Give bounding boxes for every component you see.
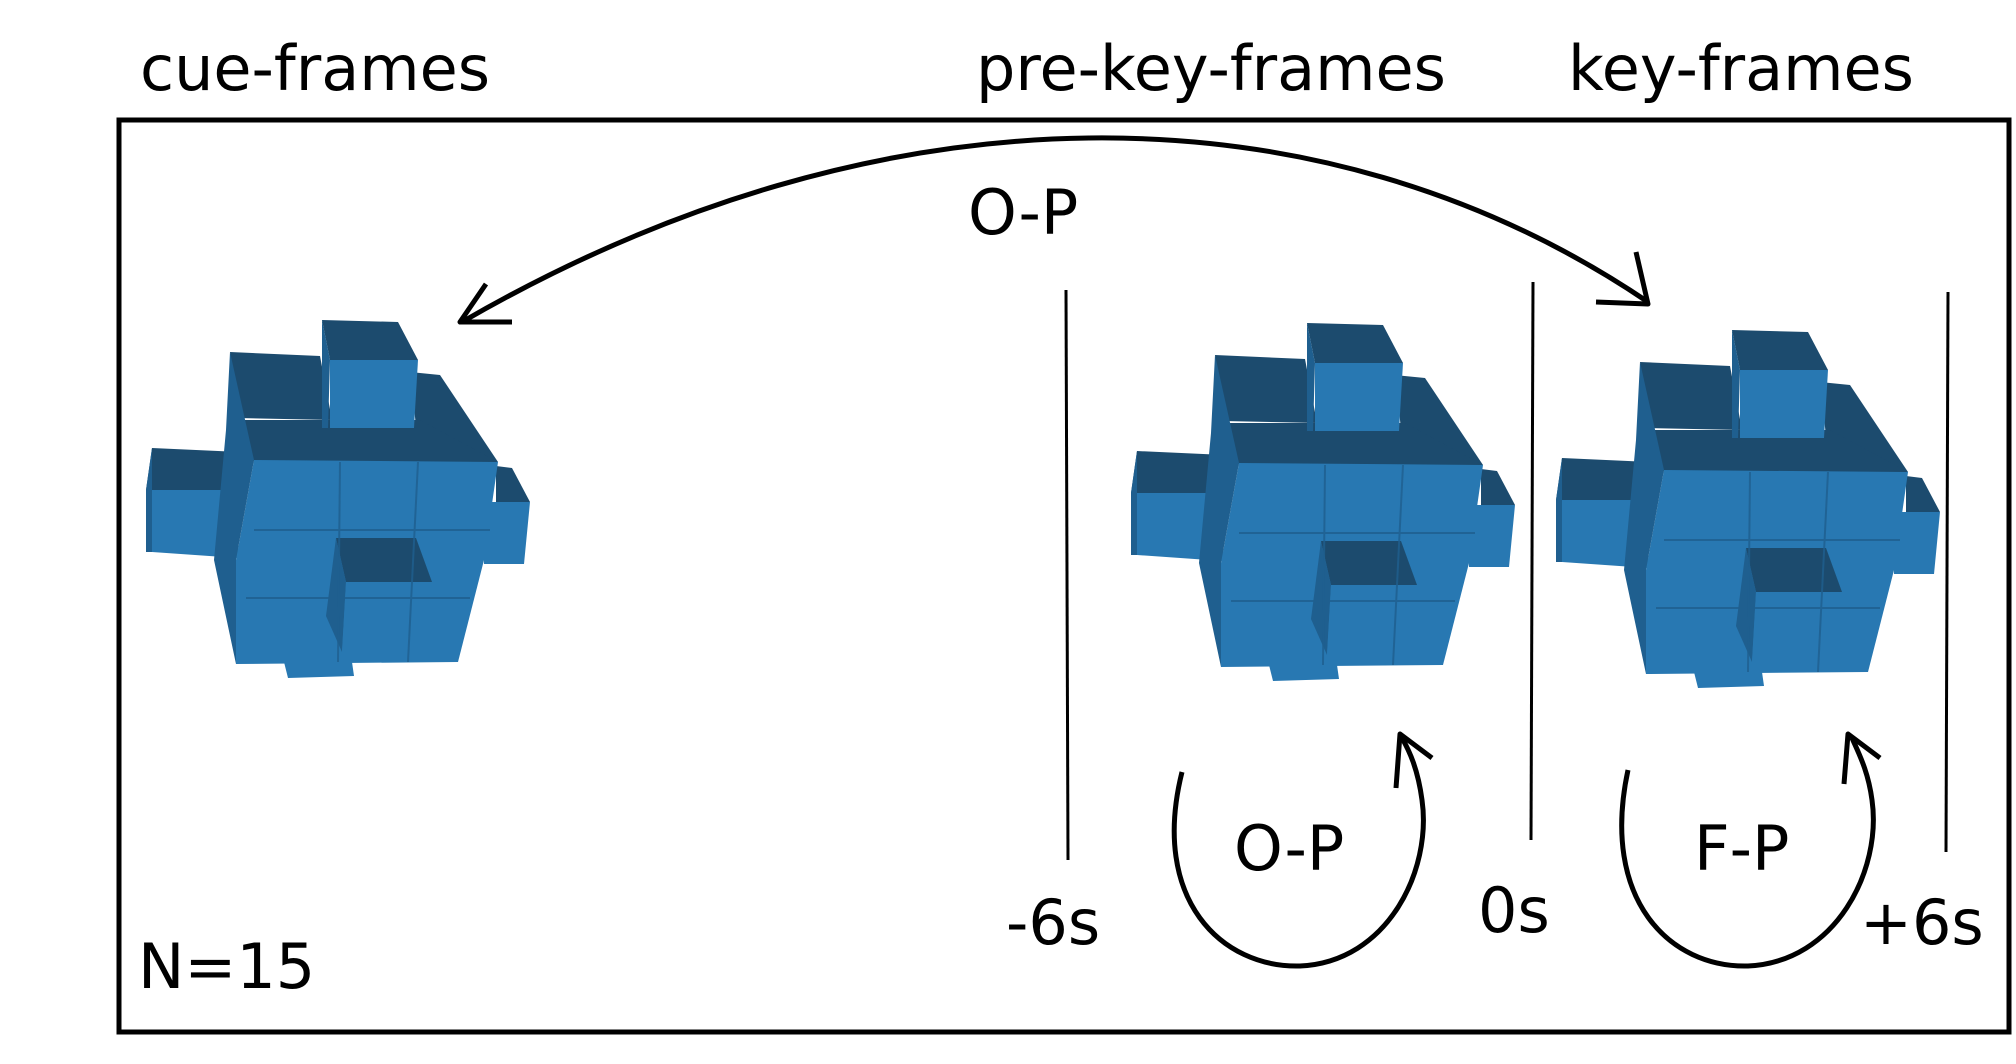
key-frames-header: key-frames bbox=[1568, 32, 1914, 105]
frame-border bbox=[116, 117, 2012, 1035]
key-object bbox=[1555, 329, 1941, 689]
cue-frames-header: cue-frames bbox=[140, 32, 491, 105]
op-loop-arrow bbox=[1171, 736, 1426, 969]
pre-key-object bbox=[1130, 322, 1516, 682]
tick-line-0s bbox=[1529, 281, 1535, 841]
fp-loop-arrow bbox=[1619, 737, 1876, 969]
op-arc-head-right bbox=[1595, 251, 1651, 307]
sample-size-label: N=15 bbox=[138, 930, 316, 1003]
fp-loop-head bbox=[1841, 731, 1882, 785]
op-arc-arrow bbox=[460, 135, 1650, 325]
op-arc-head-left bbox=[457, 282, 512, 325]
op-arc-label: O-P bbox=[968, 176, 1079, 249]
tick-line-minus-6s bbox=[1064, 289, 1070, 861]
op-loop-head bbox=[1393, 731, 1434, 789]
pre-key-frames-header: pre-key-frames bbox=[976, 32, 1446, 105]
cue-object bbox=[145, 319, 531, 679]
fp-loop-label: F-P bbox=[1694, 812, 1790, 885]
tick-label-minus-6s: -6s bbox=[1006, 886, 1101, 959]
op-loop-label: O-P bbox=[1234, 812, 1345, 885]
tick-label-plus-6s: +6s bbox=[1860, 886, 1984, 959]
tick-label-0s: 0s bbox=[1478, 874, 1550, 947]
tick-line-plus-6s bbox=[1944, 291, 1950, 853]
